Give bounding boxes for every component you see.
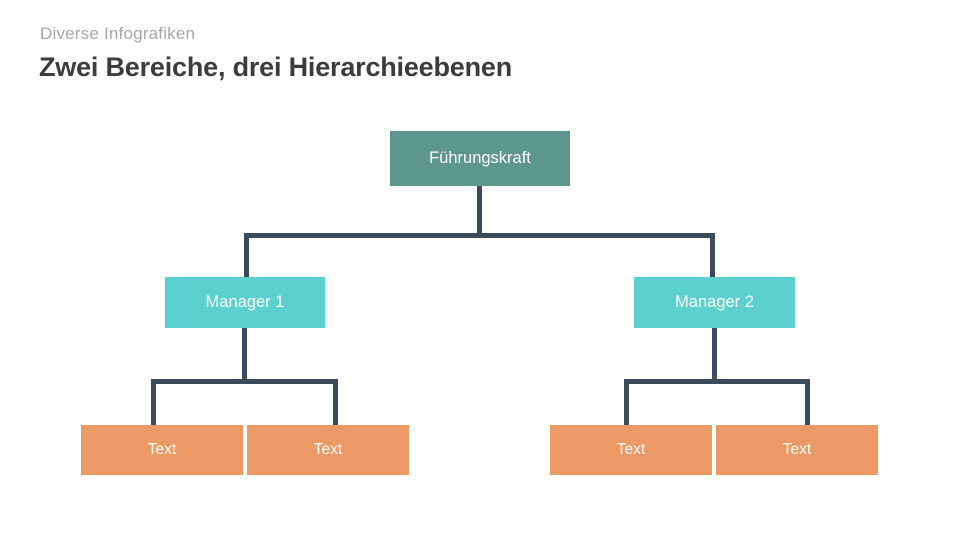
node-label-text-3: Text bbox=[616, 441, 646, 459]
node-label-text-2: Text bbox=[313, 441, 343, 459]
connector-exec-bus bbox=[244, 233, 715, 238]
connector-exec-to-mgr1 bbox=[244, 233, 249, 279]
connector-mgr1-stem bbox=[242, 328, 247, 381]
page-title: Zwei Bereiche, drei Hierarchieebenen bbox=[39, 52, 512, 82]
connector-mgr1-to-leaf1 bbox=[151, 379, 156, 427]
node-manager-2[interactable]: Manager 2 bbox=[634, 277, 795, 328]
connector-mgr2-to-leaf4 bbox=[805, 379, 810, 427]
connector-mgr2-bus bbox=[624, 379, 810, 384]
connector-mgr1-bus bbox=[151, 379, 338, 384]
node-text-1[interactable]: Text bbox=[81, 425, 243, 475]
node-label-fuehrungskraft: Führungskraft bbox=[429, 149, 531, 168]
node-text-3[interactable]: Text bbox=[550, 425, 712, 475]
node-text-4[interactable]: Text bbox=[716, 425, 878, 475]
node-label-text-4: Text bbox=[782, 441, 812, 459]
eyebrow-text: Diverse Infografiken bbox=[40, 24, 196, 43]
connector-mgr1-to-leaf2 bbox=[333, 379, 338, 427]
node-manager-1[interactable]: Manager 1 bbox=[165, 277, 325, 328]
node-label-text-1: Text bbox=[147, 441, 177, 459]
node-fuehrungskraft[interactable]: Führungskraft bbox=[390, 131, 570, 186]
connector-mgr2-to-leaf3 bbox=[624, 379, 629, 427]
node-text-2[interactable]: Text bbox=[247, 425, 409, 475]
node-label-manager-1: Manager 1 bbox=[205, 293, 285, 312]
node-label-manager-2: Manager 2 bbox=[675, 293, 754, 312]
connector-mgr2-stem bbox=[712, 328, 717, 381]
connector-exec-stem bbox=[477, 186, 482, 233]
connector-exec-to-mgr2 bbox=[710, 233, 715, 279]
